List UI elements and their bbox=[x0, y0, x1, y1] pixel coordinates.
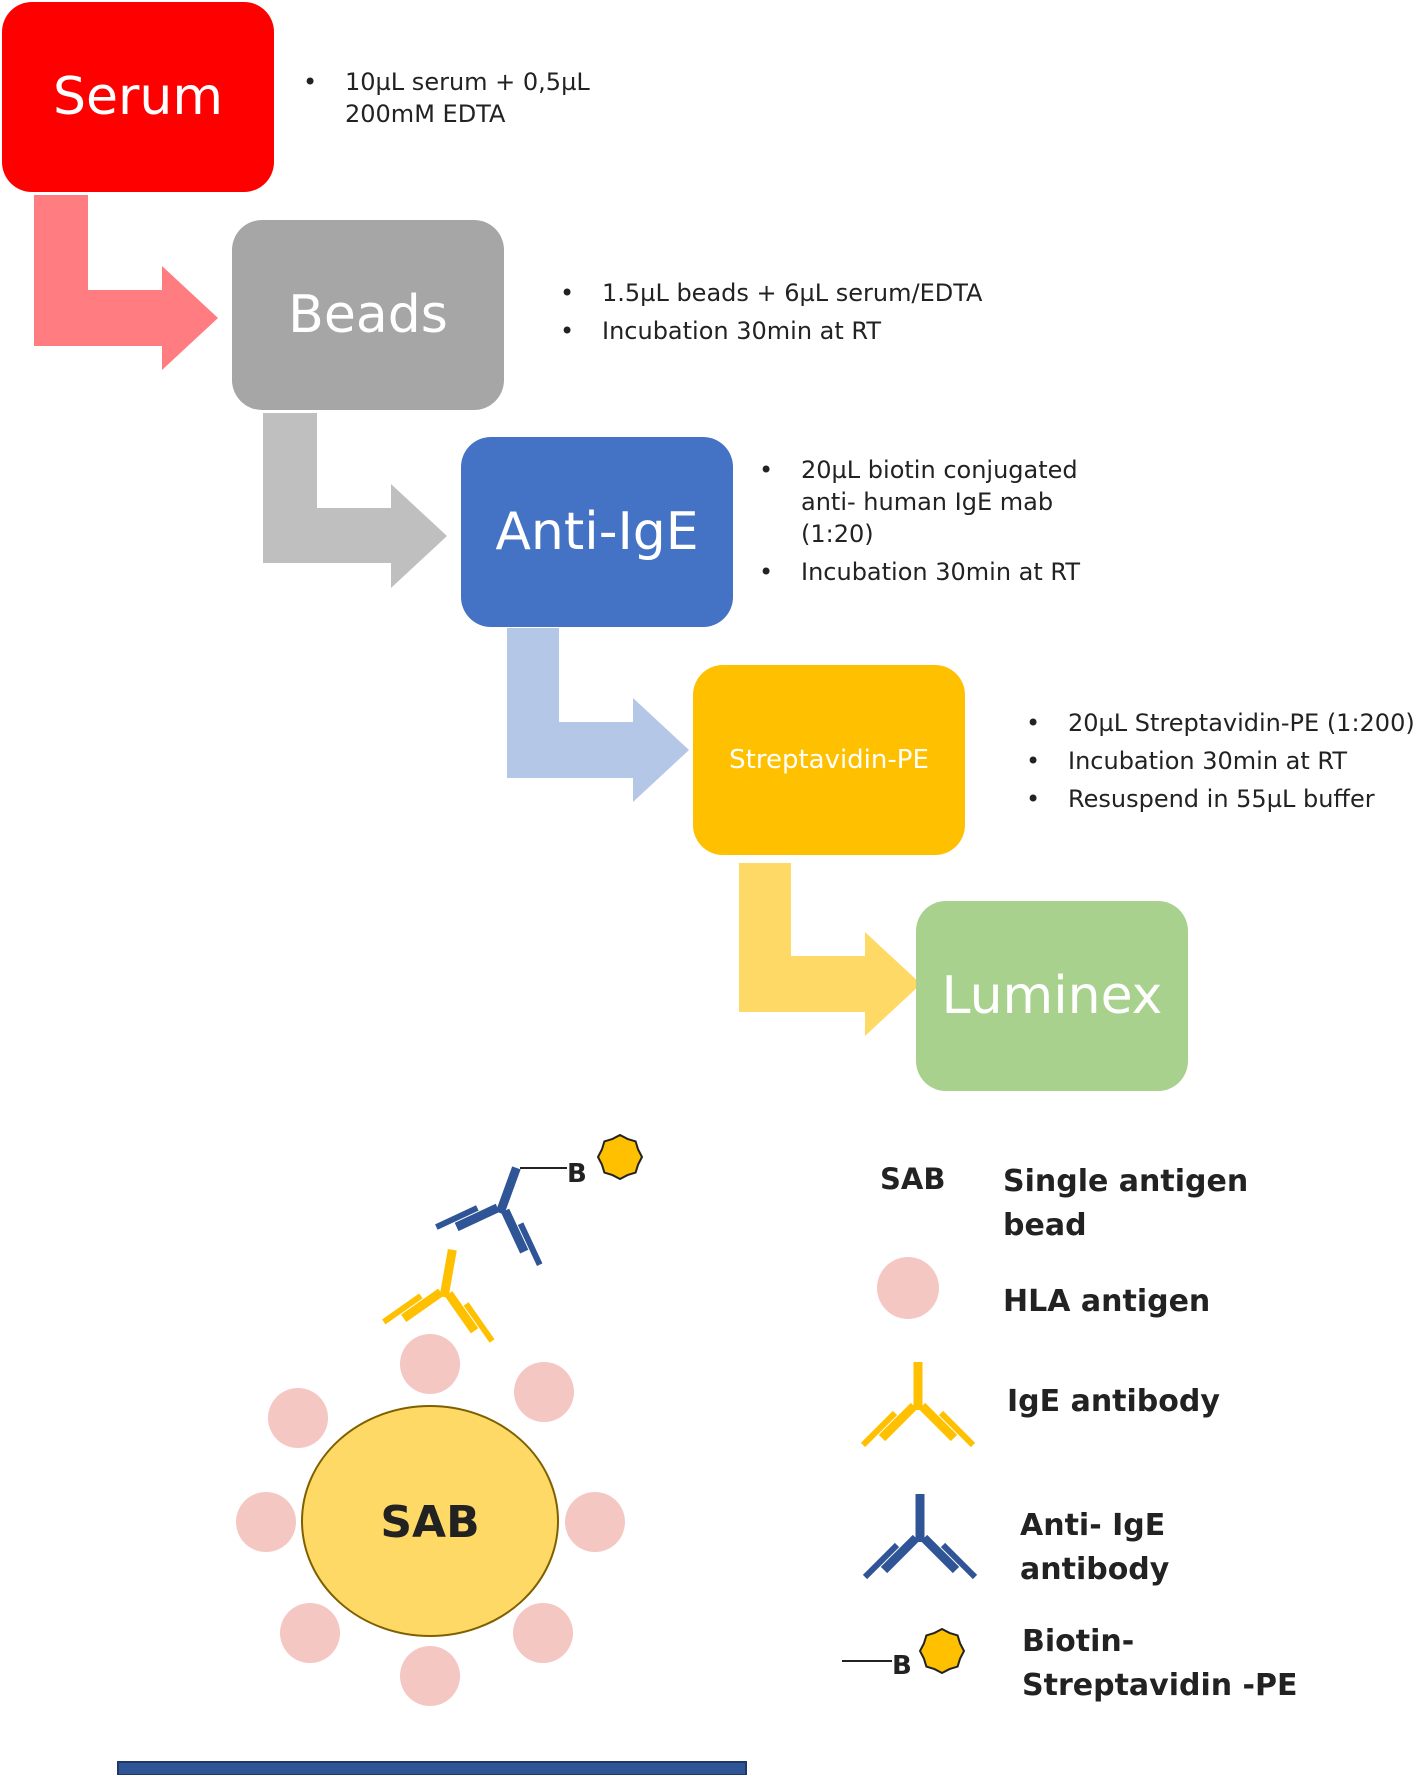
hla-antigen bbox=[280, 1603, 340, 1663]
base-line bbox=[117, 1761, 747, 1775]
legend-anti-ige-text: Anti- IgE antibody bbox=[1020, 1508, 1170, 1587]
anti-ige-notes: 20µL biotin conjugated anti- human IgE m… bbox=[759, 454, 1080, 594]
hla-antigen bbox=[513, 1603, 573, 1663]
hla-antigen bbox=[400, 1334, 460, 1394]
ige-antibody-icon bbox=[863, 1362, 973, 1445]
star-icon bbox=[919, 1628, 965, 1674]
legend-sab-abbr: SAB bbox=[880, 1162, 946, 1196]
hla-antigen bbox=[236, 1492, 296, 1552]
streptavidin-note: Resuspend in 55µL buffer bbox=[1026, 783, 1415, 815]
legend-biotin-text: Biotin- Streptavidin -PE bbox=[1022, 1624, 1298, 1703]
anti-ige-note: Incubation 30min at RT bbox=[759, 556, 1080, 588]
anti-ige-antibody-icon bbox=[865, 1494, 975, 1577]
anti-ige-note: 20µL biotin conjugated anti- human IgE m… bbox=[759, 454, 1080, 550]
single-antigen-bead bbox=[301, 1405, 559, 1637]
beads-notes: 1.5µL beads + 6µL serum/EDTA Incubation … bbox=[560, 277, 982, 353]
arrow-streptavidin-to-luminex bbox=[739, 863, 921, 1036]
step-streptavidin-pe: Streptavidin-PE bbox=[693, 665, 965, 855]
hla-antigens bbox=[236, 1334, 625, 1706]
hla-antigen bbox=[514, 1362, 574, 1422]
hla-antigen bbox=[400, 1646, 460, 1706]
step-anti-ige: Anti-IgE bbox=[461, 437, 733, 627]
streptavidin-notes: 20µL Streptavidin-PE (1:200) Incubation … bbox=[1026, 707, 1415, 821]
beads-note: 1.5µL beads + 6µL serum/EDTA bbox=[560, 277, 982, 309]
bead-label: SAB bbox=[380, 1497, 479, 1548]
step-anti-ige-label: Anti-IgE bbox=[495, 502, 699, 562]
step-serum: Serum bbox=[2, 2, 274, 192]
arrow-serum-to-beads bbox=[34, 195, 218, 370]
legend-ige-text: IgE antibody bbox=[1007, 1384, 1220, 1419]
biotin-letter: B bbox=[892, 1651, 912, 1681]
step-luminex-label: Luminex bbox=[941, 966, 1163, 1026]
hla-antigen bbox=[268, 1388, 328, 1448]
step-streptavidin-pe-label: Streptavidin-PE bbox=[729, 745, 929, 775]
streptavidin-note: 20µL Streptavidin-PE (1:200) bbox=[1026, 707, 1415, 739]
arrow-beads-to-anti-ige bbox=[263, 413, 447, 588]
biotin-letter: B bbox=[567, 1159, 587, 1189]
arrow-anti-ige-to-streptavidin bbox=[507, 628, 689, 802]
step-beads-label: Beads bbox=[288, 285, 448, 345]
serum-note: 10µL serum + 0,5µL 200mM EDTA bbox=[303, 66, 590, 130]
biotin-streptavidin-icon: B bbox=[842, 1628, 965, 1681]
step-serum-label: Serum bbox=[53, 67, 223, 127]
hla-antigen bbox=[565, 1492, 625, 1552]
streptavidin-note: Incubation 30min at RT bbox=[1026, 745, 1415, 777]
step-luminex: Luminex bbox=[916, 901, 1188, 1091]
hla-antigen-icon bbox=[877, 1257, 939, 1319]
legend-hla-text: HLA antigen bbox=[1003, 1284, 1211, 1319]
legend-sab-text: Single antigen bead bbox=[1003, 1164, 1249, 1243]
beads-note: Incubation 30min at RT bbox=[560, 315, 982, 347]
serum-notes: 10µL serum + 0,5µL 200mM EDTA bbox=[303, 66, 590, 136]
step-beads: Beads bbox=[232, 220, 504, 410]
